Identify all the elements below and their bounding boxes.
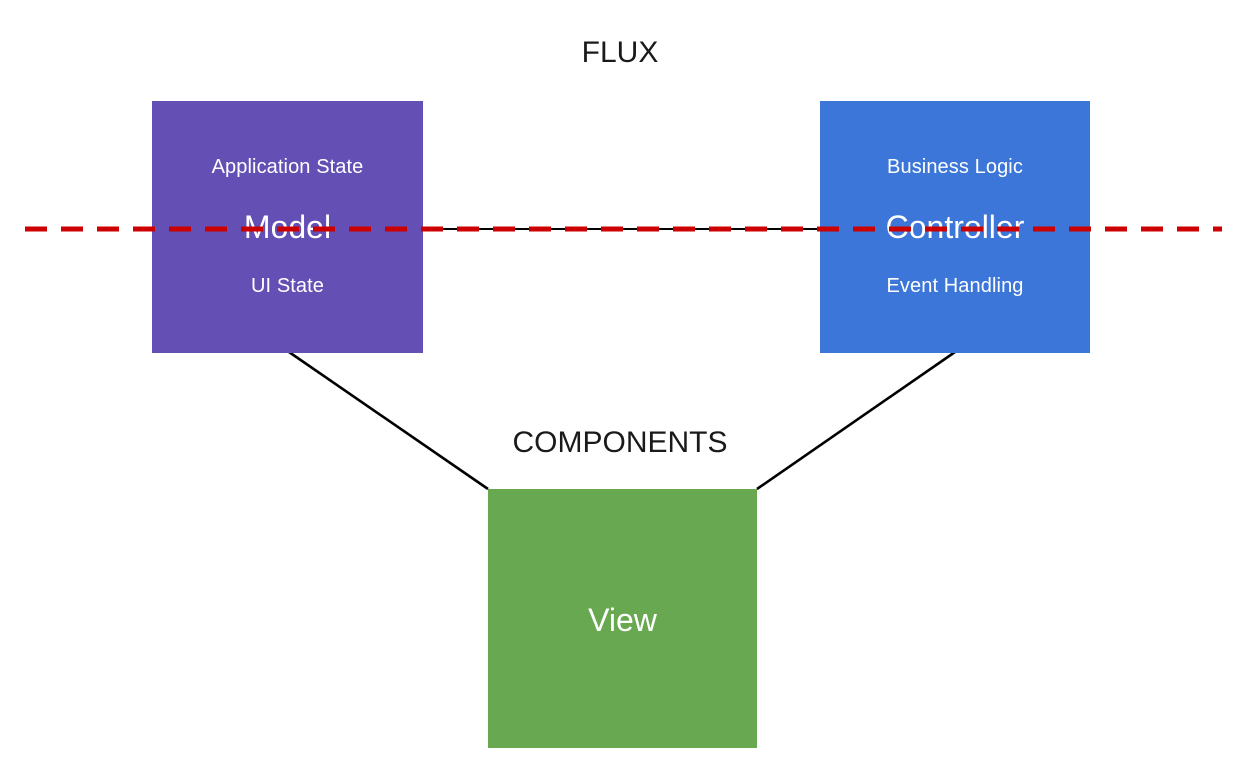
node-model-subtitle-top: Application State (211, 156, 364, 179)
components-group-label: COMPONENTS (512, 426, 728, 459)
node-model-subtitle-bottom: UI State (250, 274, 325, 297)
node-controller-subtitle-top: Business Logic (887, 156, 1023, 179)
connector-model-to-view (288, 350, 489, 491)
connector-controller-to-view (756, 350, 956, 491)
diagram-title: FLUX (581, 36, 659, 69)
node-view[interactable]: View (488, 489, 757, 748)
node-controller-subtitle-bottom: Event Handling (886, 274, 1024, 297)
node-view-title: View (588, 602, 657, 638)
